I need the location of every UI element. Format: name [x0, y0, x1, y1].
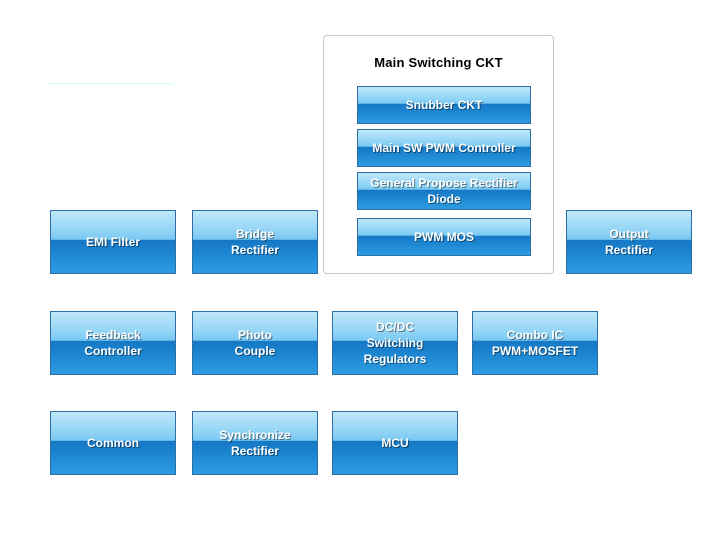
block-label: Feedback Controller	[51, 327, 175, 359]
block-combo-ic-pwm-mosfet[interactable]: Combo IC PWM+MOSFET	[472, 311, 598, 375]
block-bridge-rectifier[interactable]: Bridge Rectifier	[192, 210, 318, 274]
block-line: Main SW PWM Controller	[372, 141, 516, 155]
block-snubber-ckt[interactable]: Snubber CKT	[357, 86, 531, 124]
block-label: Main SW PWM Controller	[358, 140, 530, 156]
block-label: Output Rectifier	[567, 226, 691, 258]
block-line: Combo IC	[506, 328, 564, 342]
block-label: PWM MOS	[358, 229, 530, 245]
block-pwm-mos[interactable]: PWM MOS	[357, 218, 531, 256]
block-label: Bridge Rectifier	[193, 226, 317, 258]
block-general-propose-rectifier-diode[interactable]: General Propose Rectifier Diode	[357, 172, 531, 210]
group-panel-title: Main Switching CKT	[374, 55, 503, 70]
block-line: Switching	[366, 336, 424, 350]
block-label: Photo Couple	[193, 327, 317, 359]
block-line: Feedback	[85, 328, 141, 342]
block-label: MCU	[333, 435, 457, 451]
block-line: DC/DC	[376, 320, 414, 334]
block-mcu[interactable]: MCU	[332, 411, 458, 475]
block-line: Snubber CKT	[405, 98, 483, 112]
block-label: DC/DC Switching Regulators	[333, 319, 457, 367]
block-line: PWM MOS	[414, 230, 474, 244]
block-line: Diode	[427, 192, 461, 206]
block-line: Rectifier	[604, 243, 654, 257]
block-label: EMI Filter	[51, 234, 175, 250]
block-line: MCU	[381, 436, 409, 450]
block-line: Output	[609, 227, 649, 241]
block-line: Common	[87, 436, 139, 450]
block-emi-filter[interactable]: EMI Filter	[50, 210, 176, 274]
block-line: Bridge	[235, 227, 274, 241]
block-synchronize-rectifier[interactable]: Synchronize Rectifier	[192, 411, 318, 475]
block-line: PWM+MOSFET	[491, 344, 579, 358]
decorative-rule	[48, 83, 173, 84]
block-line: Rectifier	[230, 444, 280, 458]
group-panel-main-switching-ckt: Main Switching CKT Snubber CKT Main SW P…	[323, 35, 554, 274]
block-line: EMI Filter	[85, 235, 140, 249]
block-line: Rectifier	[230, 243, 280, 257]
block-output-rectifier[interactable]: Output Rectifier	[566, 210, 692, 274]
block-label: Snubber CKT	[358, 97, 530, 113]
block-line: Photo	[238, 328, 272, 342]
block-line: Regulators	[363, 352, 427, 366]
block-line: Synchronize	[219, 428, 291, 442]
block-label: Synchronize Rectifier	[193, 427, 317, 459]
block-main-sw-pwm-controller[interactable]: Main SW PWM Controller	[357, 129, 531, 167]
block-label: Common	[51, 435, 175, 451]
block-line: General Propose Rectifier	[370, 176, 518, 190]
block-line: Controller	[84, 344, 142, 358]
block-label: Combo IC PWM+MOSFET	[473, 327, 597, 359]
block-common[interactable]: Common	[50, 411, 176, 475]
block-dcdc-switching-regulators[interactable]: DC/DC Switching Regulators	[332, 311, 458, 375]
block-line: Couple	[234, 344, 276, 358]
block-feedback-controller[interactable]: Feedback Controller	[50, 311, 176, 375]
block-label: General Propose Rectifier Diode	[358, 175, 530, 207]
block-photo-couple[interactable]: Photo Couple	[192, 311, 318, 375]
